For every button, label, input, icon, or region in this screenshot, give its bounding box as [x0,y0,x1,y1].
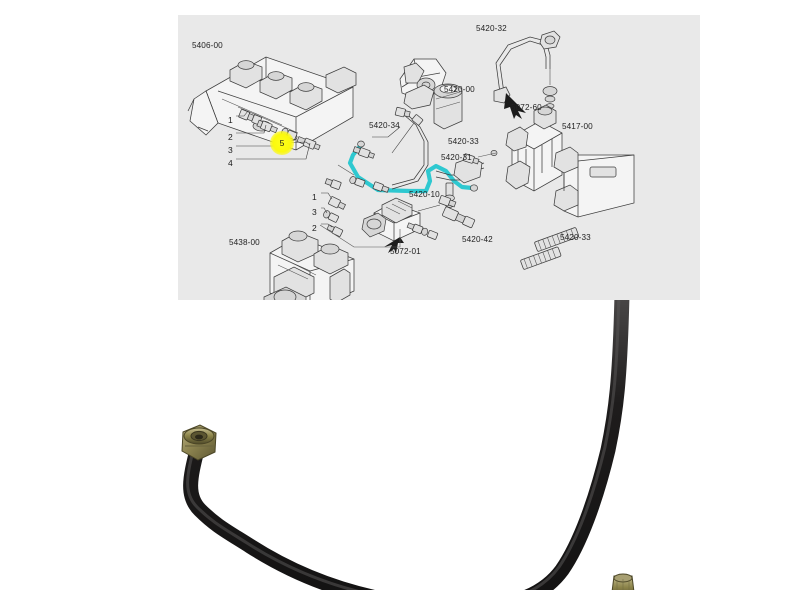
callout-lower-2: 2 [312,223,317,233]
oil-filter-head-part [399,58,463,130]
assembly-guide-line [319,224,401,248]
oil-filter-can [433,83,463,130]
lower-fittings-group [321,192,346,237]
part-label-5420-34: 5420-34 [369,121,400,130]
oil-cooler-housing-part [477,104,635,218]
hose-top-ferrule [611,573,635,590]
guide-line-b [337,164,355,176]
hose-photograph [181,300,635,590]
part-label-5420-00: 5420-00 [444,85,475,94]
callout-lower-1: 1 [312,192,317,202]
cylinder-head-part [187,56,357,151]
upper-fittings-group [236,109,321,160]
oil-cooler-plate [553,146,635,218]
highlighted-callout-label: 5 [279,138,285,148]
part-label-5420-42: 5420-42 [462,235,493,244]
air-compressor-part [263,230,355,300]
part-label-5072-60: 5072-60 [511,103,542,112]
part-label-5420-33-lower: 5420-33 [560,233,591,242]
arrow-5072-60 [504,93,526,119]
callout-lower-3: 3 [312,207,317,217]
callout-upper-4: 4 [228,158,233,168]
callout-upper-1: 1 [228,115,233,125]
pump-5072-01 [361,197,441,242]
arrow-5072-01 [384,237,404,253]
callout-upper-3: 3 [228,145,233,155]
product-photo-area [0,300,810,590]
part-label-5072-01: 5072-01 [390,247,421,256]
clamps-5420-33 [520,227,580,270]
highlighted-oil-line-part-5 [347,140,478,194]
fitting-chain-5420-42 [384,195,476,253]
highlighted-callout-5: 5 [270,131,294,155]
part-label-5420-33-upper: 5420-33 [448,137,479,146]
part-label-5420-10: 5420-10 [409,190,440,199]
hose-highlight [186,300,621,590]
parts-diagram-panel: .ln{fill:none;stroke:#3d3d3d;stroke-widt… [178,15,700,300]
hose-left-fitting [181,424,217,461]
part-label-5406-00: 5406-00 [192,41,223,50]
part-label-5417-00: 5417-00 [562,122,593,131]
diagram-drawing: .ln{fill:none;stroke:#3d3d3d;stroke-widt… [187,30,635,300]
part-label-5420-31: 5420-31 [441,153,472,162]
callout-upper-2: 2 [228,132,233,142]
part-label-5420-32: 5420-32 [476,24,507,33]
part-label-5438-00: 5438-00 [229,238,260,247]
